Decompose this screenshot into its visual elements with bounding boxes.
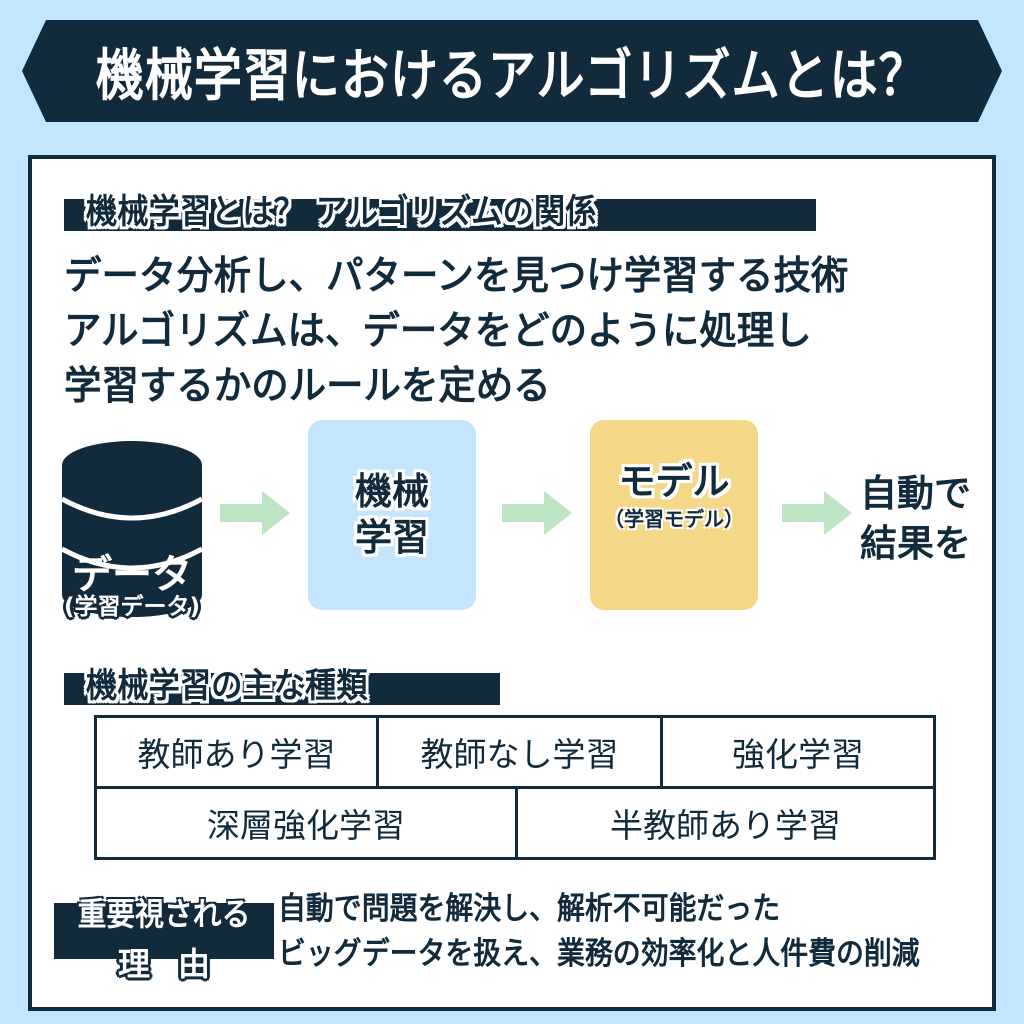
result-line: 自動で (860, 472, 971, 515)
page-title: 機械学習におけるアルゴリズムとは？ (96, 43, 928, 109)
reason-tag-line2: 理由 (117, 945, 238, 983)
title-banner: 機械学習におけるアルゴリズムとは？ (22, 20, 1002, 122)
model-box: モデル （学習モデル） (590, 420, 758, 610)
section-heading-label: 機械学習の主な種類 (86, 666, 368, 706)
reason-tag-line1: 重要視される (77, 895, 251, 933)
content-card: 機械学習とは？ アルゴリズムの関係 データ分析し、パターンを見つけ学習する技術 … (28, 155, 996, 1011)
result-text: 自動で 結果を (860, 469, 971, 569)
data-sublabel: (学習データ) (63, 594, 201, 620)
intro-line: データ分析し、パターンを見つけ学習する技術 (64, 254, 849, 299)
result-line: 結果を (860, 522, 971, 565)
type-semi-supervised: 半教師あり学習 (515, 789, 933, 857)
machine-learning-label-line1: 機械 (355, 470, 429, 513)
types-row: 深層強化学習 半教師あり学習 (97, 786, 933, 857)
intro-text: データ分析し、パターンを見つけ学習する技術 アルゴリズムは、データをどのように処… (64, 249, 881, 414)
reason-line: 自動で問題を解決し、解析不可能だった (278, 891, 781, 927)
ml-types-table: 教師あり学習 教師なし学習 強化学習 深層強化学習 半教師あり学習 (94, 715, 936, 860)
reason-text: 自動で問題を解決し、解析不可能だった ビッグデータを扱え、業務の効率化と人件費の… (278, 887, 991, 977)
intro-line: 学習するかのルールを定める (64, 364, 551, 409)
arrow-right-icon (782, 491, 852, 535)
type-supervised: 教師あり学習 (137, 735, 336, 774)
intro-line: アルゴリズムは、データをどのように処理し (64, 309, 812, 354)
arrow-right-icon (220, 491, 290, 535)
type-deep-reinforcement: 深層強化学習 (207, 806, 405, 845)
data-label: データ (72, 552, 192, 598)
type-unsupervised: 教師なし学習 (376, 718, 660, 786)
section-heading-label: 機械学習とは？ アルゴリズムの関係 (86, 192, 597, 232)
arrow-right-icon (502, 491, 572, 535)
machine-learning-label-line2: 学習 (355, 516, 429, 559)
data-node: データ (学習データ) (60, 437, 204, 620)
types-row: 教師あり学習 教師なし学習 強化学習 (97, 718, 933, 786)
database-icon (60, 441, 204, 617)
machine-learning-box: 機械 学習 (308, 420, 476, 610)
type-reinforcement: 強化学習 (660, 718, 933, 786)
reason-tag: 重要視される 理由 (54, 895, 274, 983)
section-heading-ml-algorithm: 機械学習とは？ アルゴリズムの関係 (64, 192, 816, 232)
reason-line: ビッグデータを扱え、業務の効率化と人件費の削減 (278, 936, 920, 972)
model-sublabel: （学習モデル） (604, 506, 744, 531)
model-label: モデル (618, 459, 730, 503)
section-heading-ml-types: 機械学習の主な種類 (64, 666, 500, 706)
